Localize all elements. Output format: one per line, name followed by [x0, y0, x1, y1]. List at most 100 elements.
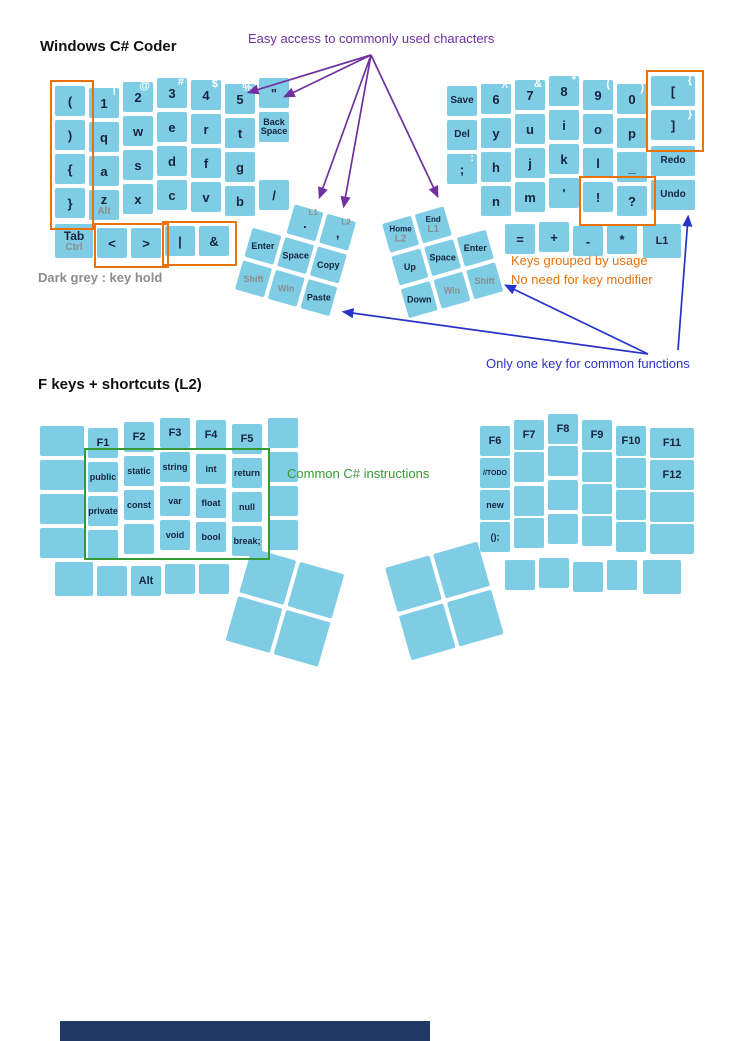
key-label: (: [67, 93, 73, 109]
key-label: Shift: [243, 273, 264, 284]
key-shifted-label: *: [571, 74, 576, 86]
key-label: [: [670, 83, 676, 99]
key-hold-label: Ctrl: [65, 241, 83, 253]
key-layer-tag: L2: [341, 217, 351, 227]
key-space: Space: [424, 239, 462, 277]
key-label: -: [585, 233, 591, 249]
key-pipe: |: [165, 226, 195, 256]
key-save: Save: [447, 86, 477, 116]
key-f12: F12: [650, 460, 694, 490]
annotation-grouped-usage: Keys grouped by usage: [511, 253, 648, 268]
key-f8: F8: [548, 414, 578, 444]
key-label: {: [67, 161, 73, 177]
key-blank: [643, 560, 681, 594]
key-null: null: [232, 492, 262, 522]
key-label: n: [492, 193, 500, 209]
key-label: g: [236, 159, 244, 175]
key-public: public: [88, 462, 118, 492]
key-label: Alt: [138, 574, 154, 587]
key-label: Down: [407, 294, 432, 305]
key-label: Enter: [463, 242, 487, 253]
key-blank: [287, 561, 345, 619]
key-blank: [548, 480, 578, 510]
key-label: ;: [459, 161, 465, 177]
key-label: s: [134, 157, 142, 173]
key-label: Paste: [306, 292, 331, 303]
key-label: Save: [450, 95, 474, 106]
key-shifted-label: :: [470, 152, 474, 164]
key-shifted-label: }: [687, 108, 692, 120]
key-blank: [650, 524, 694, 554]
key-label: |: [178, 233, 182, 249]
key-label: Back Space: [260, 117, 288, 136]
key-blank: [268, 486, 298, 516]
key-label: float: [201, 497, 221, 508]
key-equals: =: [505, 224, 535, 254]
key-space: Space: [277, 237, 315, 275]
key-blank: [88, 530, 118, 560]
key-shifted-label: ): [640, 82, 644, 94]
key-label: =: [516, 231, 524, 247]
key-win: Win: [433, 271, 471, 309]
key-v: v: [191, 182, 221, 212]
key-label: //TODO: [483, 469, 507, 477]
key-b: b: [225, 186, 255, 216]
key-label: F11: [662, 436, 682, 449]
key-label: 7: [526, 87, 534, 103]
key-2: @2: [123, 81, 153, 112]
key-f2: F2: [124, 422, 154, 452]
key-blank: [573, 562, 603, 592]
key-private: private: [88, 496, 118, 526]
key-label: ": [270, 85, 278, 101]
key-blank: [124, 524, 154, 554]
key-1: !1: [89, 87, 119, 118]
key-label: j: [528, 155, 532, 171]
key-label: bool: [201, 531, 221, 542]
key-3: #3: [157, 77, 187, 108]
key-l1: L1: [643, 224, 681, 258]
outline-box-csharp-keywords-group: [84, 448, 270, 560]
key-label: private: [88, 505, 118, 516]
key-void: void: [160, 520, 190, 550]
key-new: new: [480, 490, 510, 520]
key-blank: [548, 446, 578, 476]
key-label: F9: [590, 428, 604, 441]
key-paste: Paste: [300, 279, 338, 317]
key-alt: Alt: [131, 566, 161, 596]
key-win: Win: [267, 269, 305, 307]
key-up: Up: [391, 248, 429, 286]
key-shifted-label: (: [606, 78, 610, 90]
key-label: Del: [454, 129, 470, 140]
key-label: F2: [132, 430, 146, 443]
key-ampersand: &: [199, 226, 229, 256]
key-blank: [40, 426, 84, 456]
key-label: int: [205, 463, 217, 474]
key-blank: [539, 558, 569, 588]
key-slash: /: [259, 180, 289, 210]
key-label: L1: [655, 234, 669, 247]
key-label: Undo: [660, 189, 686, 200]
key-hold-label: L1: [427, 223, 440, 235]
key-blank: [398, 603, 456, 661]
key-m: m: [515, 182, 545, 212]
key-label: }: [67, 195, 73, 211]
key-minus: -: [573, 226, 603, 256]
key-int: int: [196, 454, 226, 484]
key-label: u: [526, 121, 534, 137]
key-label: c: [168, 187, 176, 203]
key-parens-semicolon: ();: [480, 522, 510, 552]
key-label: h: [492, 159, 500, 175]
key-quote: ": [259, 78, 289, 108]
annotation-common-cs: Common C# instructions: [287, 466, 430, 481]
key-label: null: [239, 501, 255, 512]
key-label: &: [209, 233, 219, 249]
key-shifted-label: $: [211, 78, 218, 90]
key-blank: [582, 452, 612, 482]
key-label: Tab: [63, 228, 85, 243]
key-label: 4: [202, 87, 210, 103]
key-l: l: [583, 148, 613, 178]
key-return: return: [232, 458, 262, 488]
key-copy: Copy: [309, 246, 347, 284]
